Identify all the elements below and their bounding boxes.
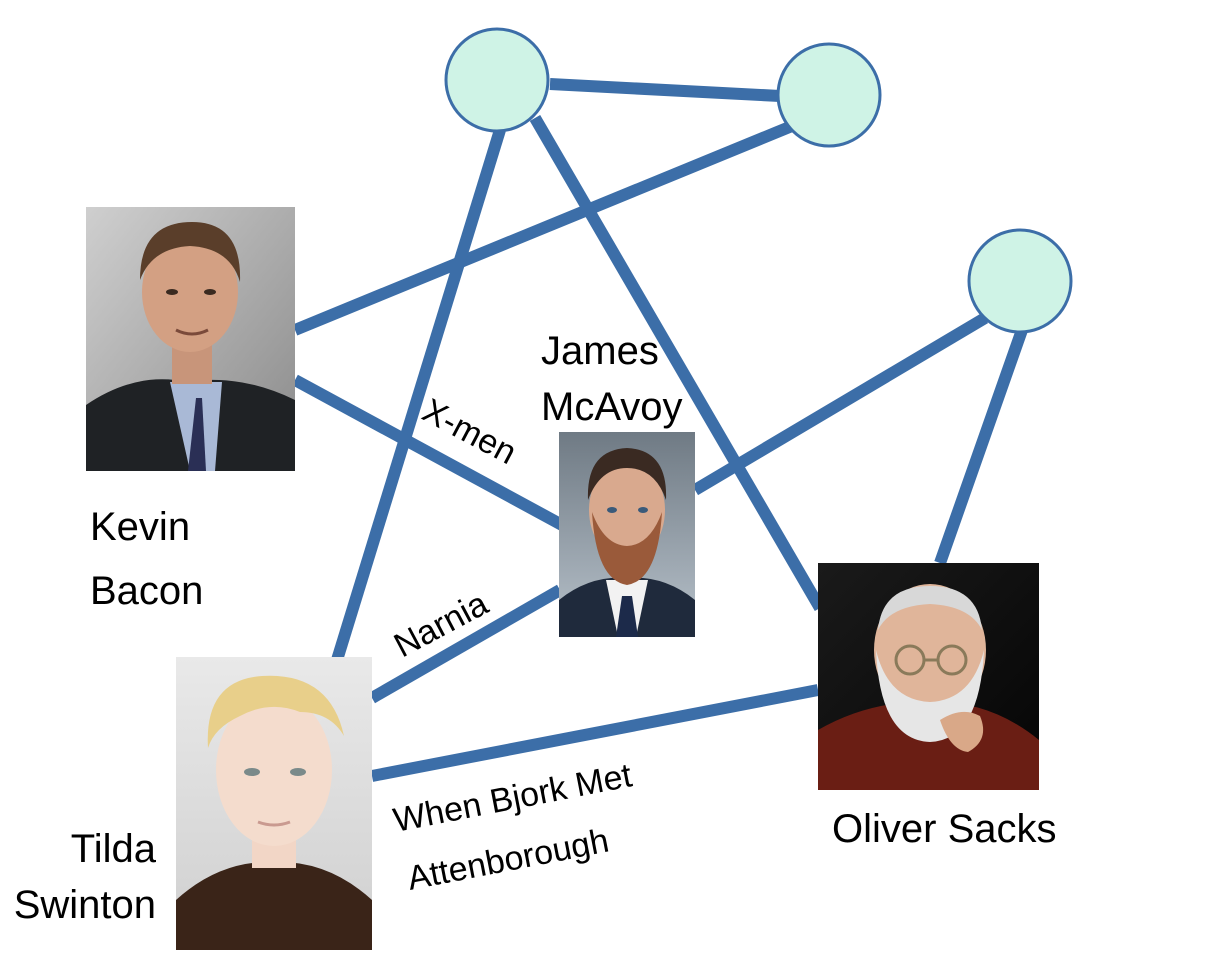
kevin-bacon-label-line1: Kevin bbox=[90, 505, 190, 549]
edge-tilda-oliver-bjork bbox=[370, 684, 820, 782]
edge-tilda-node1 bbox=[331, 128, 506, 662]
james-mcavoy-label-line2: McAvoy bbox=[541, 385, 683, 429]
edge-james-node3 bbox=[691, 312, 989, 496]
tilda-swinton-photo[interactable] bbox=[176, 657, 372, 950]
edges bbox=[292, 78, 1028, 782]
oliver-sacks-label: Oliver Sacks bbox=[832, 807, 1057, 851]
circle-nodes bbox=[444, 27, 1073, 334]
oliver-sacks-photo[interactable] bbox=[818, 563, 1039, 790]
edge-label-bjork-line2: Attenborough bbox=[404, 822, 612, 898]
tilda-swinton-label-line2: Swinton bbox=[14, 883, 156, 927]
edge-tilda-james-narnia bbox=[369, 584, 563, 704]
edge-kevin-james-xmen bbox=[292, 374, 565, 531]
node-circle-3[interactable] bbox=[967, 228, 1073, 334]
edge-kevin-node2 bbox=[292, 120, 795, 336]
kevin-bacon-photo[interactable] bbox=[86, 207, 295, 471]
node-circle-1[interactable] bbox=[444, 27, 550, 133]
tilda-swinton-label-line1: Tilda bbox=[71, 827, 157, 871]
james-mcavoy-photo[interactable] bbox=[559, 432, 695, 637]
edge-node1-oliver bbox=[529, 114, 826, 612]
edge-node1-node2 bbox=[549, 78, 781, 102]
kevin-bacon-label-line2: Bacon bbox=[90, 569, 203, 613]
james-mcavoy-label-line1: James bbox=[541, 329, 659, 373]
edge-oliver-node3 bbox=[934, 328, 1028, 565]
node-circle-2[interactable] bbox=[776, 42, 882, 148]
